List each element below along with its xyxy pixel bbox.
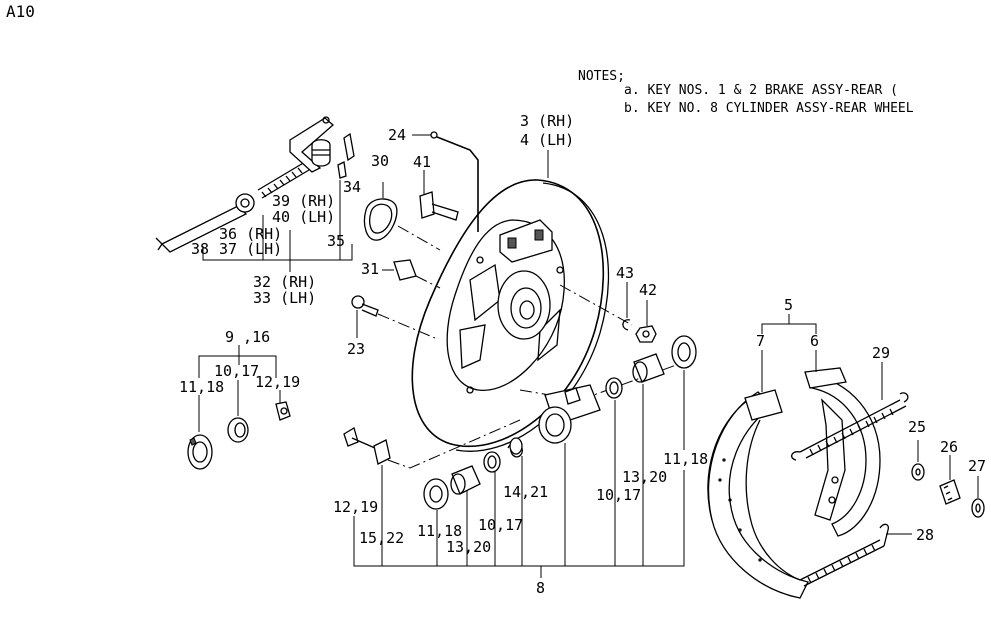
part-11-18-boot-b	[423, 478, 449, 510]
part-15-22-cap	[373, 439, 391, 465]
part-12-19-bleeder	[275, 401, 291, 421]
label-31: 31	[361, 260, 379, 278]
label-10-17-c: 10,17	[478, 516, 523, 534]
label-32: 32 (RH)	[253, 273, 316, 291]
label-37: 37 (LH)	[219, 240, 282, 258]
label-26: 26	[940, 438, 958, 456]
part-31-clip	[382, 259, 417, 281]
label-33: 33 (LH)	[253, 289, 316, 307]
label-12-19-b: 12,19	[333, 498, 378, 516]
label-12-19-a: 12,19	[255, 373, 300, 391]
label-10-17-b: 10,17	[596, 486, 641, 504]
part-26-spring	[939, 479, 961, 505]
label-43: 43	[616, 264, 634, 282]
label-3: 3 (RH)	[520, 112, 574, 130]
part-7-brake-shoe	[707, 389, 809, 599]
part-10-17-cup-c	[605, 377, 623, 399]
label-11-18-c: 11,18	[417, 522, 462, 540]
label-13-20-b: 13,20	[446, 538, 491, 556]
part-34-spring	[337, 132, 355, 179]
label-29: 29	[872, 344, 890, 362]
part-23-bolt	[351, 295, 379, 317]
label-15-22: 15,22	[359, 529, 404, 547]
label-14-21: 14,21	[503, 483, 548, 501]
page-code: A10	[6, 2, 35, 21]
note-a: a. KEY NOS. 1 & 2 BRAKE ASSY-REAR (	[624, 83, 898, 98]
label-11-18-b: 11,18	[663, 450, 708, 468]
label-9-16: 9 ,16	[225, 328, 270, 346]
label-25: 25	[908, 418, 926, 436]
part-11-18-boot	[187, 434, 213, 470]
label-38: 38	[191, 240, 209, 258]
label-23: 23	[347, 340, 365, 358]
cable-24	[412, 131, 479, 232]
notes-block: NOTES; a. KEY NOS. 1 & 2 BRAKE ASSY-REAR…	[578, 69, 914, 116]
label-24: 24	[388, 126, 406, 144]
label-6: 6	[810, 332, 819, 350]
label-4: 4 (LH)	[520, 131, 574, 149]
notes-heading: NOTES;	[578, 69, 625, 84]
backing-plate	[411, 179, 610, 452]
part-labels: 24 3 (RH) 4 (LH) 30 41 34 39 (RH) 40 (LH…	[179, 112, 986, 597]
part-13-20-piston-c	[632, 353, 665, 383]
part-25-washer	[911, 463, 925, 481]
part-41-bolt	[419, 191, 459, 221]
label-30: 30	[371, 152, 389, 170]
label-8: 8	[536, 579, 545, 597]
label-28: 28	[916, 526, 934, 544]
part-29-spring	[791, 392, 909, 461]
label-34: 34	[343, 178, 361, 196]
part-30-plug	[363, 198, 398, 241]
label-35: 35	[327, 232, 345, 250]
part-6-brake-shoe	[804, 367, 881, 537]
label-42: 42	[639, 281, 657, 299]
part-13-20-piston-b	[450, 465, 481, 495]
label-27: 27	[968, 457, 986, 475]
label-40: 40 (LH)	[272, 208, 335, 226]
label-7: 7	[756, 332, 765, 350]
part-42-nut	[635, 325, 657, 343]
part-8-wheel-cylinder	[538, 384, 601, 444]
part-14-21-spring	[507, 437, 523, 458]
label-39: 39 (RH)	[272, 192, 335, 210]
part-10-17-cup-b	[483, 451, 501, 473]
part-43-clip	[622, 319, 631, 331]
parking-lever-assembly	[155, 116, 334, 253]
label-41: 41	[413, 153, 431, 171]
label-5: 5	[784, 296, 793, 314]
part-28-spring	[799, 523, 912, 587]
note-b: b. KEY NO. 8 CYLINDER ASSY-REAR WHEEL	[624, 101, 914, 116]
label-13-20-a: 13,20	[622, 468, 667, 486]
label-36: 36 (RH)	[219, 225, 282, 243]
part-27-washer	[971, 498, 985, 518]
part-11-18-boot-c	[671, 335, 697, 369]
label-11-18-a: 11,18	[179, 378, 224, 396]
part-10-17-piston	[227, 417, 249, 443]
label-10-17-a: 10,17	[214, 362, 259, 380]
